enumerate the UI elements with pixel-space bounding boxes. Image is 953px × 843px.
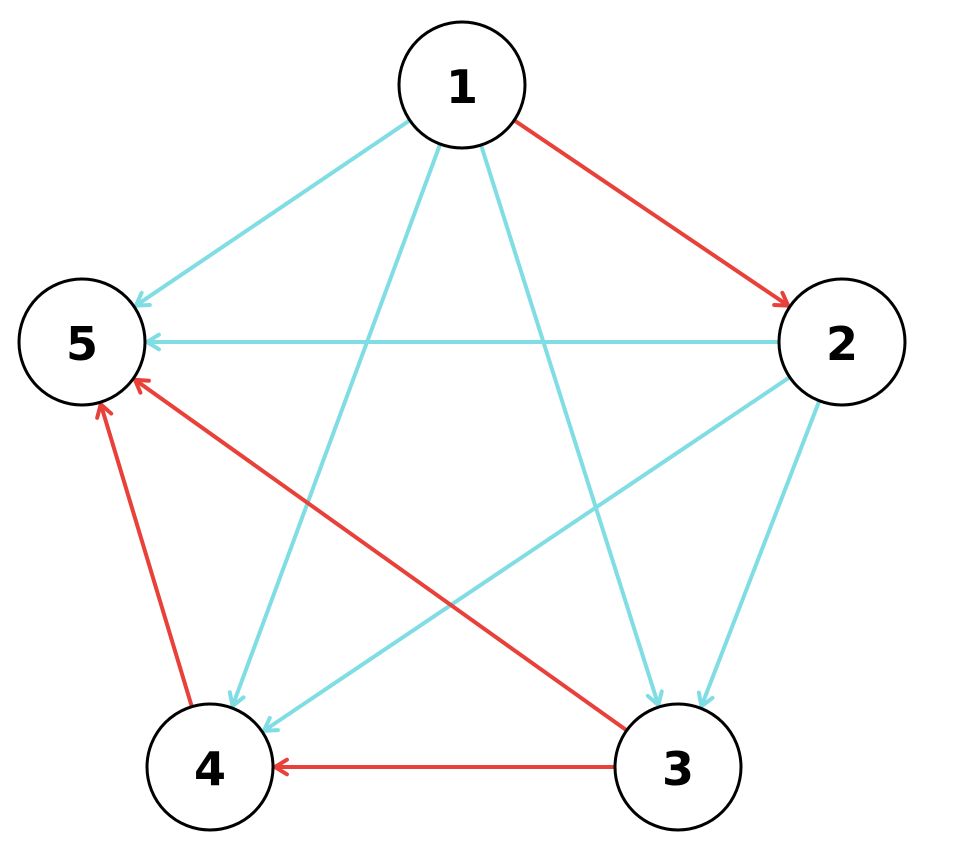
arrowhead-icon: [696, 690, 715, 709]
node-circle: [145, 702, 275, 832]
edge-1-to-5: [133, 118, 412, 308]
edge-line: [479, 143, 661, 708]
node-4: 4: [145, 702, 275, 832]
edge-1-to-4: [227, 142, 443, 709]
arrowhead-icon: [772, 290, 791, 308]
edge-2-to-4: [261, 375, 792, 733]
edge-3-to-4: [273, 757, 617, 777]
edge-1-to-2: [512, 118, 791, 308]
edge-line: [512, 118, 791, 308]
arrowhead-icon: [133, 290, 152, 308]
node-1: 1: [397, 20, 527, 150]
node-2: 2: [777, 277, 907, 407]
node-label: 3: [662, 742, 694, 796]
edge-line: [132, 377, 629, 733]
node-label: 2: [826, 317, 858, 371]
arrowhead-icon: [95, 402, 114, 420]
arrowhead-icon: [132, 377, 151, 395]
edge-line: [261, 375, 792, 733]
node-circle: [17, 277, 147, 407]
node-label: 5: [66, 317, 98, 371]
node-label: 4: [194, 742, 226, 796]
edge-2-to-5: [145, 332, 781, 352]
edges-layer: [95, 118, 822, 777]
node-label: 1: [446, 60, 478, 114]
node-circle: [777, 277, 907, 407]
node-circle: [397, 20, 527, 150]
node-5: 5: [17, 277, 147, 407]
node-3: 3: [613, 702, 743, 832]
node-circle: [613, 702, 743, 832]
nodes-layer: 1 2 3 4 5: [17, 20, 907, 832]
arrowhead-icon: [273, 757, 289, 777]
edge-1-to-3: [479, 143, 664, 708]
edge-3-to-5: [132, 377, 629, 733]
arrowhead-icon: [261, 715, 280, 733]
arrowhead-icon: [145, 332, 161, 352]
edge-line: [699, 398, 822, 709]
edge-line: [133, 118, 412, 308]
arrowhead-icon: [645, 689, 664, 708]
edge-line: [230, 142, 443, 709]
edge-2-to-3: [696, 398, 822, 709]
edge-4-to-5: [95, 402, 194, 709]
arrowhead-icon: [227, 690, 246, 709]
edge-line: [98, 402, 194, 709]
